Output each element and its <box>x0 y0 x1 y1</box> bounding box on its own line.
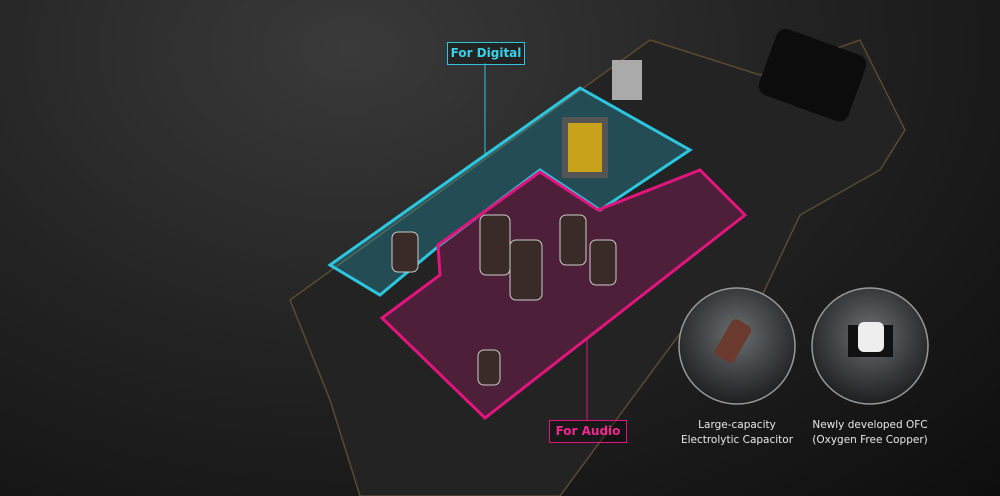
caption-line: Large-capacity <box>698 419 776 431</box>
caption-line: Electrolytic Capacitor <box>680 434 794 446</box>
audio-region <box>379 168 748 420</box>
power-inlet <box>758 28 867 122</box>
caption-line: (Oxygen Free Copper) <box>812 434 928 446</box>
transformer <box>562 117 608 178</box>
for-audio-label: For Audio <box>549 420 627 443</box>
heatsink <box>612 60 642 100</box>
capacitor-caption: Large-capacity Electrolytic Capacitor <box>657 418 817 448</box>
caption-line: Newly developed OFC <box>812 419 928 431</box>
for-digital-label: For Digital <box>447 42 525 65</box>
ofc-caption: Newly developed OFC (Oxygen Free Copper) <box>790 418 950 448</box>
capacitors <box>391 214 617 386</box>
